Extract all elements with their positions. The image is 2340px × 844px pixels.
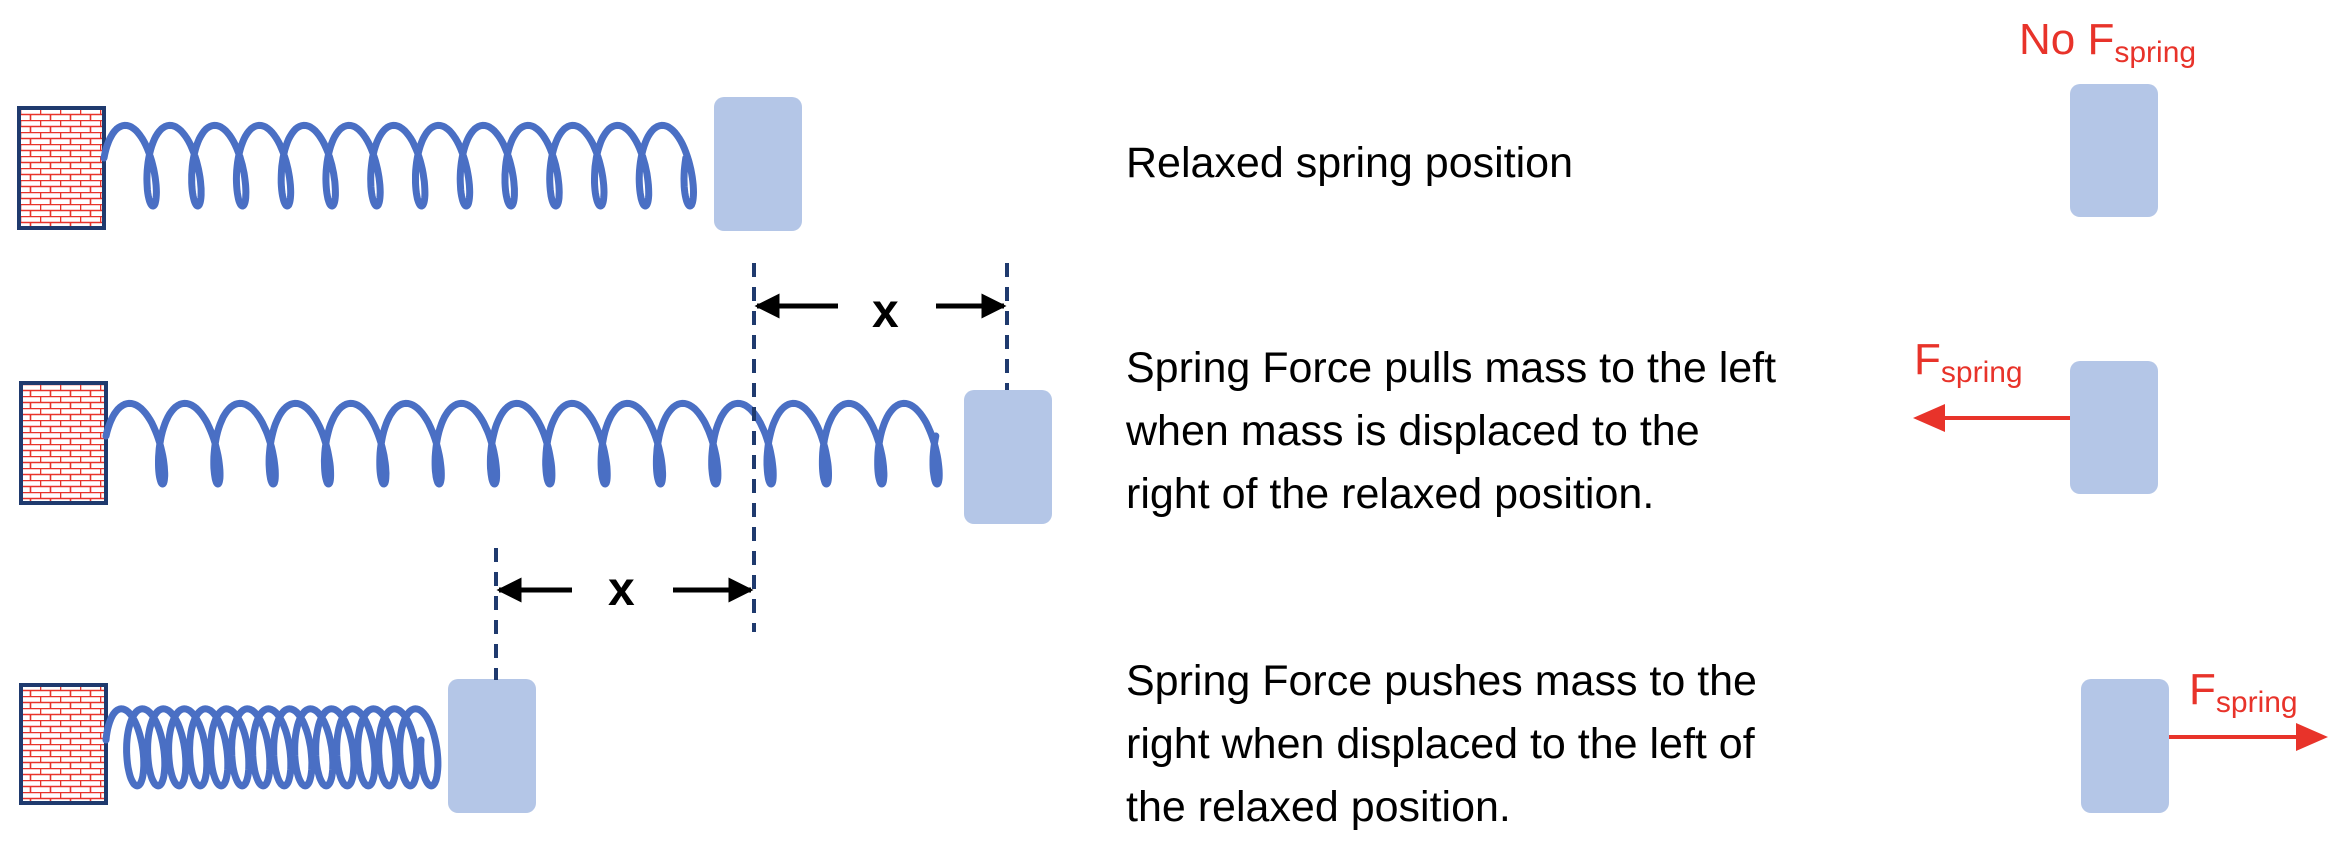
mass-block-icon	[448, 679, 536, 813]
description-line: Spring Force pulls mass to the left	[1126, 344, 1777, 392]
spring-coil-icon	[102, 399, 943, 488]
brick-wall-icon	[19, 381, 108, 505]
row-stretched	[19, 381, 1052, 524]
force-subscript: spring	[2215, 686, 2298, 719]
mass-block-icon	[2070, 84, 2158, 217]
displacement-label: x	[872, 285, 899, 338]
force-subscript: spring	[1940, 356, 2023, 389]
no-force-label: No Fspring	[2019, 15, 2196, 68]
description-line: when mass is displaced to the	[1126, 407, 1700, 455]
stretched-description: Spring Force pulls mass to the left when…	[1126, 337, 1776, 526]
compressed-description: Spring Force pushes mass to the right wh…	[1126, 650, 1757, 839]
left-force-label: Fspring	[1914, 335, 2023, 388]
mass-block-icon	[714, 97, 802, 231]
force-arrow-icon	[2169, 723, 2328, 751]
displacement-label: x	[608, 563, 635, 616]
description-line: the relaxed position.	[1126, 783, 1511, 831]
description-line: Spring Force pushes mass to the	[1126, 657, 1757, 705]
force-symbol: F	[2189, 665, 2216, 714]
mass-block-icon	[2070, 361, 2158, 494]
mass-block-icon	[2081, 679, 2169, 813]
spring-coil-icon	[100, 121, 697, 210]
brick-wall-icon	[17, 106, 106, 230]
description-line: right of the relaxed position.	[1126, 470, 1655, 518]
mass-block-icon	[964, 390, 1052, 524]
row-compressed	[19, 679, 536, 813]
force-subscript: spring	[2114, 36, 2197, 69]
row-relaxed	[17, 97, 802, 231]
description-line: right when displaced to the left of	[1126, 720, 1755, 768]
force-arrow-icon	[1913, 404, 2070, 432]
description-line: Relaxed spring position	[1126, 139, 1573, 187]
relaxed-description: Relaxed spring position	[1126, 132, 1573, 195]
force-symbol: F	[1914, 335, 1941, 384]
no-force-prefix: No	[2019, 15, 2088, 64]
right-force-label: Fspring	[2189, 665, 2298, 718]
spring-coil-icon	[102, 705, 442, 790]
force-symbol: F	[2087, 15, 2115, 64]
brick-wall-icon	[19, 683, 108, 805]
